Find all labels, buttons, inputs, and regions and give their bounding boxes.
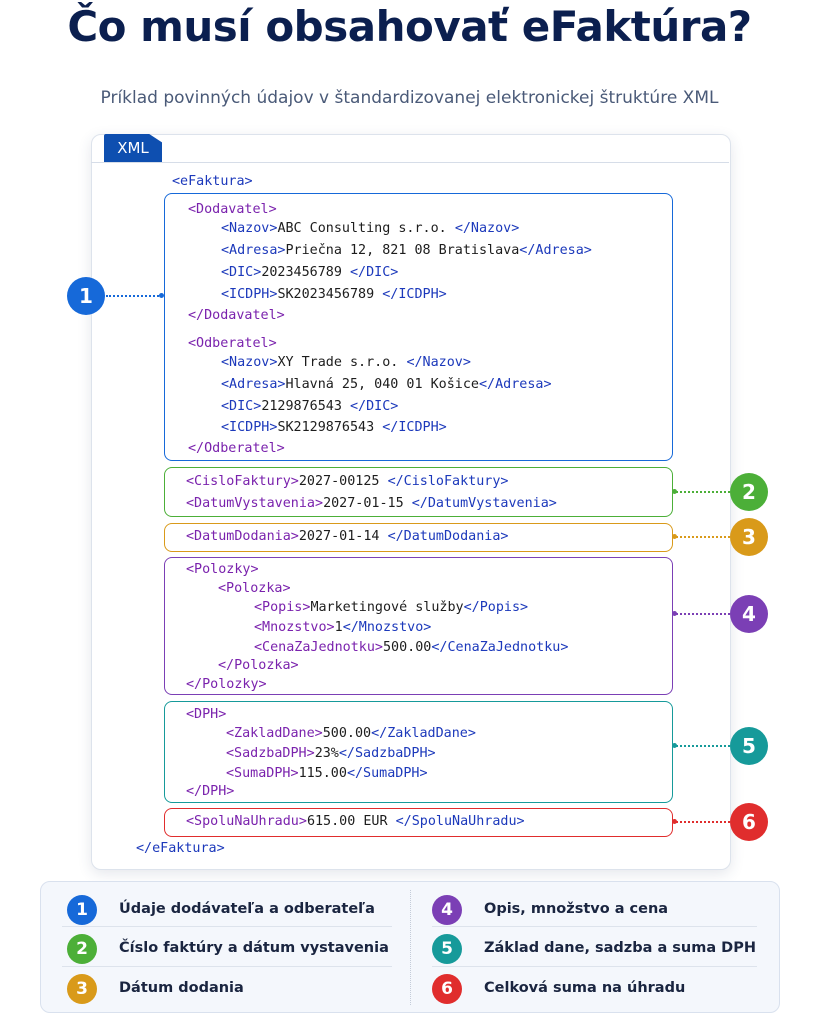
page-subtitle: Príklad povinných údajov v štandardizova… <box>100 88 719 108</box>
badge-4: 4 <box>730 595 768 633</box>
badge-5: 5 <box>730 727 768 765</box>
section-box-delivery-date <box>164 523 673 552</box>
xml-mnozstvo: <Mnozstvo>1</Mnozstvo> <box>254 620 432 635</box>
xml-dph-open: <DPH> <box>186 707 227 722</box>
xml-polozka-open: <Polozka> <box>218 581 291 596</box>
connector-3-end <box>672 534 677 539</box>
legend-divider-vertical <box>410 890 411 1005</box>
xml-file-tab: XML <box>104 134 162 162</box>
xml-dodavatel-nazov: <Nazov>ABC Consulting s.r.o. </Nazov> <box>221 221 520 236</box>
xml-polozky-close: </Polozky> <box>186 677 267 692</box>
connector-5 <box>673 745 730 747</box>
xml-datum-dodania: <DatumDodania>2027-01-14 </DatumDodania> <box>186 529 509 544</box>
legend-divider-right-2 <box>432 966 757 967</box>
xml-zaklad-dane: <ZakladDane>500.00</ZakladDane> <box>226 726 476 741</box>
connector-2 <box>673 491 730 493</box>
connector-6-end <box>672 819 677 824</box>
xml-suma-dph: <SumaDPH>115.00</SumaDPH> <box>226 766 428 781</box>
badge-6: 6 <box>730 803 768 841</box>
connector-4 <box>673 613 730 615</box>
xml-odberatel-dic: <DIC>2129876543 </DIC> <box>221 399 399 414</box>
legend-badge-2: 2 <box>67 934 97 964</box>
connector-2-end <box>672 489 677 494</box>
xml-odberatel-icdph: <ICDPH>SK2129876543 </ICDPH> <box>221 420 447 435</box>
xml-odberatel-close: </Odberatel> <box>188 441 285 456</box>
legend-label-1: Údaje dodávateľa a odberateľa <box>119 901 375 917</box>
legend-badge-5: 5 <box>432 934 462 964</box>
legend-badge-6: 6 <box>432 974 462 1004</box>
xml-dodavatel-adresa: <Adresa>Priečna 12, 821 08 Bratislava</A… <box>221 243 592 258</box>
xml-cislo-faktury: <CisloFaktury>2027-00125 </CisloFaktury> <box>186 474 509 489</box>
xml-sadzba-dph: <SadzbaDPH>23%</SadzbaDPH> <box>226 746 436 761</box>
badge-2: 2 <box>730 473 768 511</box>
xml-polozky-open: <Polozky> <box>186 562 259 577</box>
page-title: Čo musí obsahovať eFaktúra? <box>67 2 752 51</box>
xml-dph-close: </DPH> <box>186 784 235 799</box>
xml-root-open: <eFaktura> <box>172 174 253 189</box>
connector-4-end <box>672 611 677 616</box>
xml-dodavatel-open: <Dodavatel> <box>188 202 277 217</box>
xml-odberatel-nazov: <Nazov>XY Trade s.r.o. </Nazov> <box>221 355 471 370</box>
connector-5-end <box>672 743 677 748</box>
legend-divider-right-1 <box>432 926 757 927</box>
legend-badge-3: 3 <box>67 974 97 1004</box>
xml-odberatel-open: <Odberatel> <box>188 336 277 351</box>
xml-datum-vystavenia: <DatumVystavenia>2027-01-15 </DatumVysta… <box>186 496 557 511</box>
section-box-vat <box>164 701 673 803</box>
xml-cena-za-jednotku: <CenaZaJednotku>500.00</CenaZaJednotku> <box>254 640 569 655</box>
connector-1-end <box>159 293 164 298</box>
section-box-total <box>164 808 673 837</box>
connector-6 <box>673 821 730 823</box>
xml-dodavatel-icdph: <ICDPH>SK2023456789 </ICDPH> <box>221 287 447 302</box>
legend-divider-left-1 <box>62 926 392 927</box>
legend-badge-4: 4 <box>432 895 462 925</box>
legend-divider-left-2 <box>62 966 392 967</box>
xml-polozka-close: </Polozka> <box>218 658 299 673</box>
xml-dodavatel-dic: <DIC>2023456789 </DIC> <box>221 265 399 280</box>
xml-dodavatel-close: </Dodavatel> <box>188 308 285 323</box>
legend-label-4: Opis, množstvo a cena <box>484 901 669 917</box>
legend-label-3: Dátum dodania <box>119 980 244 996</box>
legend-label-6: Celková suma na úhradu <box>484 980 686 996</box>
xml-odberatel-adresa: <Adresa>Hlavná 25, 040 01 Košice</Adresa… <box>221 377 552 392</box>
connector-1 <box>106 295 162 297</box>
section-box-items <box>164 557 673 695</box>
xml-root-close: </eFaktura> <box>136 841 225 856</box>
legend-badge-1: 1 <box>67 895 97 925</box>
section-box-parties <box>164 193 673 461</box>
connector-3 <box>673 536 730 538</box>
section-box-invoice-number <box>164 467 673 517</box>
badge-3: 3 <box>730 518 768 556</box>
xml-spolu-na-uhradu: <SpoluNaUhradu>615.00 EUR </SpoluNaUhrad… <box>186 814 525 829</box>
legend-label-5: Základ dane, sadzba a suma DPH <box>484 940 756 956</box>
legend-label-2: Číslo faktúry a dátum vystavenia <box>119 940 389 956</box>
xml-popis: <Popis>Marketingové služby</Popis> <box>254 600 529 615</box>
badge-1: 1 <box>67 277 105 315</box>
card-header-divider <box>91 162 729 163</box>
